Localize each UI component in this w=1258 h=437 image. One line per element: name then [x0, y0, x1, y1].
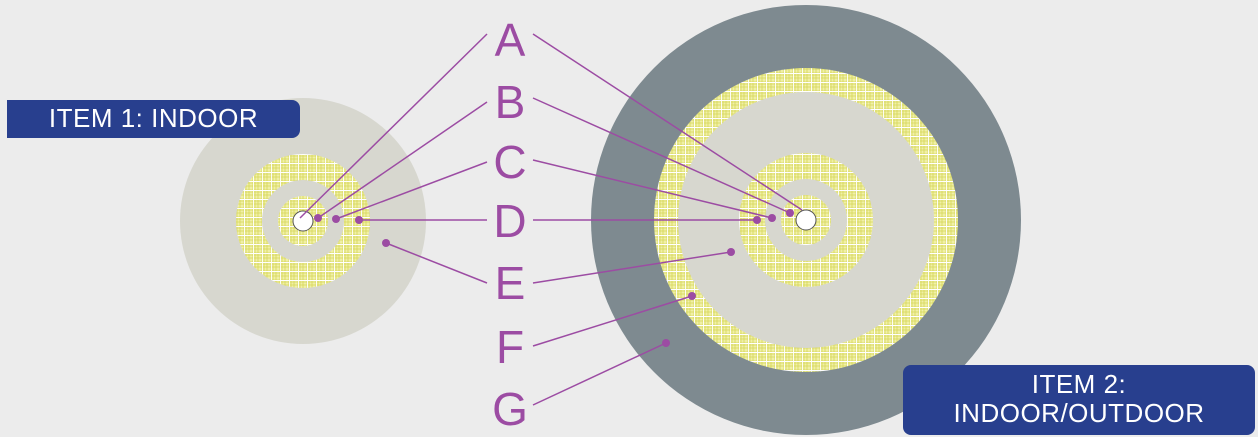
- dot-d-item-2: [753, 216, 761, 224]
- label-b: B: [494, 76, 526, 128]
- dot-b-item-1: [314, 214, 322, 222]
- cable-item-2: [591, 5, 1021, 435]
- label-d: D: [493, 195, 527, 247]
- dot-c-item-1: [332, 215, 340, 223]
- core-item-2: [795, 209, 817, 231]
- leader-lines: [299, 33, 803, 406]
- item-2-title-line-1: ITEM 2:: [1031, 369, 1127, 399]
- label-e: E: [494, 257, 526, 309]
- dot-c-item-2: [768, 214, 776, 222]
- leader-f-item-2: [532, 295, 693, 347]
- leader-a-item-1: [299, 33, 488, 219]
- leader-dots: [314, 209, 794, 347]
- item-1-badge: ITEM 1: INDOOR: [7, 100, 300, 138]
- label-c: C: [493, 136, 527, 188]
- leader-e-item-2: [532, 251, 732, 284]
- dot-f-item-2: [688, 292, 696, 300]
- label-f: F: [495, 321, 525, 373]
- dot-b-item-2: [786, 209, 794, 217]
- dot-g-item-2: [662, 339, 670, 347]
- item-2-title-line-2: INDOOR/OUTDOOR: [953, 398, 1205, 428]
- item-2-badge: ITEM 2: INDOOR/OUTDOOR: [903, 365, 1255, 435]
- label-g: G: [492, 383, 528, 435]
- dot-e-item-2: [727, 248, 735, 256]
- leader-b-item-2: [532, 97, 791, 214]
- leader-a-item-2: [532, 33, 803, 211]
- leader-c-item-1: [335, 161, 488, 220]
- leader-g-item-2: [532, 342, 667, 406]
- leader-e-item-1: [385, 242, 488, 284]
- leader-b-item-1: [317, 101, 488, 219]
- cable-item-1: [180, 98, 426, 344]
- label-a: A: [494, 14, 526, 66]
- core-item-1: [292, 210, 314, 232]
- dot-d-item-1: [355, 216, 363, 224]
- leader-c-item-2: [532, 159, 773, 219]
- dot-e-item-1: [382, 239, 390, 247]
- item-1-title: ITEM 1: INDOOR: [48, 103, 259, 133]
